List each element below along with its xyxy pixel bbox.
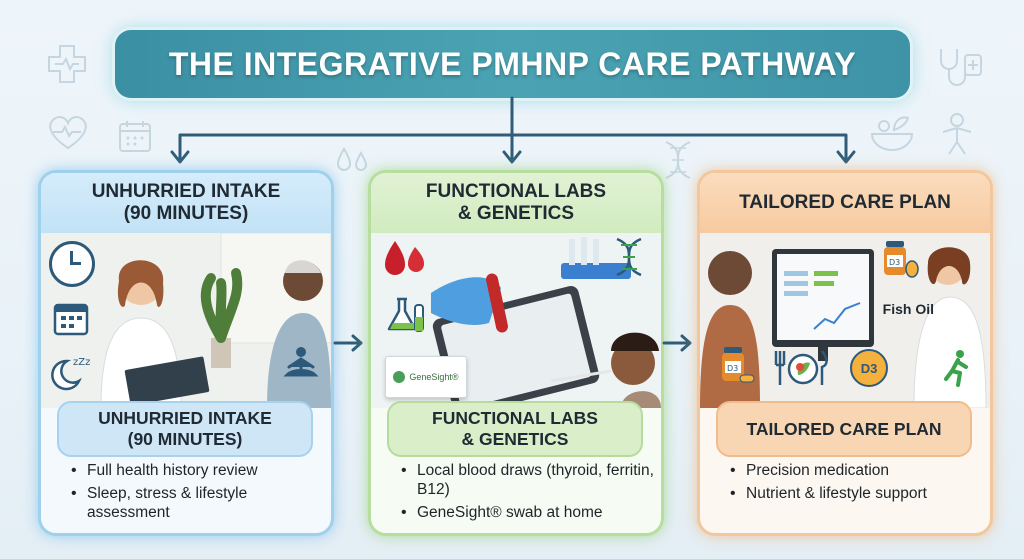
pill-line: (90 MINUTES): [127, 429, 243, 449]
droplets-icon: [335, 145, 371, 180]
d3-badge-icon: D3: [850, 349, 888, 387]
right-arrow-icon: [662, 334, 692, 352]
bullet-item: Precision medication: [730, 461, 985, 480]
step-card-plan: TAILORED CARE PLAN D3 Fish Oil D3: [697, 170, 993, 536]
step-heading: FUNCTIONAL LABS& GENETICS: [371, 173, 661, 233]
utensils-icon: [770, 349, 830, 392]
sleep-icon: zZz: [49, 351, 93, 400]
labs-illustration: GeneSight®: [371, 233, 661, 416]
plan-illustration: D3 Fish Oil D3 D3: [700, 233, 990, 409]
svg-text:D3: D3: [727, 364, 738, 373]
stethoscope-bg-icon: [935, 45, 985, 94]
step-label-pill: UNHURRIED INTAKE(90 MINUTES): [57, 401, 313, 457]
intake-illustration: zZz: [41, 232, 331, 409]
bullet-item: Nutrient & lifestyle support: [730, 484, 985, 503]
step-heading-line: (90 MINUTES): [123, 203, 249, 224]
step-bullets: Precision medication Nutrient & lifestyl…: [730, 461, 985, 507]
step-heading: UNHURRIED INTAKE(90 MINUTES): [41, 173, 331, 233]
calendar-icon: [53, 300, 89, 341]
step-label-pill: FUNCTIONAL LABS& GENETICS: [387, 401, 643, 457]
vitamin-bottle-icon: D3: [716, 345, 756, 392]
fish-oil-label: Fish Oil: [882, 301, 934, 317]
right-arrow-icon: [333, 334, 363, 352]
step-bullets: Local blood draws (thyroid, ferritin, B1…: [401, 461, 656, 526]
pill-line: UNHURRIED INTAKE: [98, 408, 272, 428]
svg-text:zZz: zZz: [73, 357, 90, 368]
page-title: THE INTEGRATIVE PMHNP CARE PATHWAY: [168, 45, 857, 82]
step-heading-line: & GENETICS: [457, 203, 575, 224]
dna-bg-icon: [660, 140, 696, 185]
meditation-icon: [281, 345, 321, 386]
medical-cross-icon: [45, 42, 89, 91]
step-heading: TAILORED CARE PLAN: [700, 173, 990, 233]
bullet-item: Sleep, stress & lifestyle assessment: [71, 484, 326, 522]
step-heading-line: FUNCTIONAL LABS: [425, 181, 607, 202]
walking-icon: [940, 349, 974, 392]
blood-drop-icon: [383, 239, 429, 284]
supplement-bottle-icon: D3: [882, 239, 920, 284]
pill-line: & GENETICS: [461, 429, 569, 449]
step-label-pill: TAILORED CARE PLAN: [716, 401, 972, 457]
heart-rate-icon: [45, 112, 91, 157]
flask-icon: [385, 295, 429, 340]
flow-connectors: [170, 96, 856, 164]
genesight-kit: GeneSight®: [385, 356, 467, 398]
step-card-intake: UNHURRIED INTAKE(90 MINUTES): [38, 170, 334, 536]
bullet-item: Local blood draws (thyroid, ferritin, B1…: [401, 461, 656, 499]
genesight-logo-icon: [393, 371, 406, 383]
bullet-item: GeneSight® swab at home: [401, 503, 656, 522]
brand-label: GeneSight®: [409, 372, 459, 382]
bullet-item: Full health history review: [71, 461, 326, 480]
dna-icon: [611, 237, 647, 282]
svg-text:D3: D3: [889, 258, 900, 267]
pill-line: FUNCTIONAL LABS: [432, 408, 598, 428]
step-heading-line: UNHURRIED INTAKE: [91, 181, 281, 202]
clock-icon: [49, 241, 95, 287]
step-card-labs: FUNCTIONAL LABS& GENETICS: [368, 170, 664, 536]
nutrition-bowl-icon: [868, 112, 916, 159]
wellness-person-icon: [935, 110, 979, 161]
step-bullets: Full health history review Sleep, stress…: [71, 461, 326, 526]
title-banner: THE INTEGRATIVE PMHNP CARE PATHWAY: [115, 30, 910, 98]
calendar-bg-icon: [117, 118, 153, 159]
